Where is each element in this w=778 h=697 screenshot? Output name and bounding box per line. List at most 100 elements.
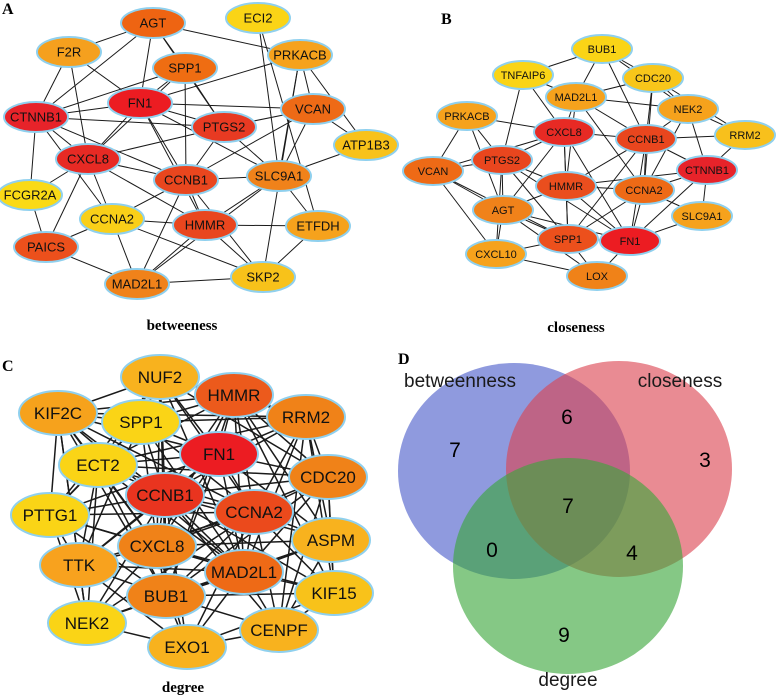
panel-a-node-skp2: SKP2 (230, 261, 296, 293)
panel-c-node-label-nek2: NEK2 (65, 614, 109, 633)
panel-b-node-shape-cxcl8 (533, 117, 595, 147)
panel-a-edge-f2r-cxcl8 (68, 51, 89, 160)
panel-c-node-shape-kif2c (18, 390, 98, 436)
panel-c-node-bub1: BUB1 (126, 573, 206, 619)
panel-b-node-ptgs2: PTGS2 (471, 145, 533, 175)
panel-c-node-label-hmmr: HMMR (208, 386, 261, 405)
panel-a-node-atp1b3: ATP1B3 (333, 129, 399, 161)
panel-b-node-shape-nek2 (657, 94, 719, 124)
panel-c-edge-rrm2-kif15 (305, 416, 335, 594)
panel-c-node-label-ttk: TTK (63, 556, 96, 575)
venn-count-betweenness-only: 7 (449, 439, 461, 462)
panel-c-node-cenpf: CENPF (239, 607, 319, 653)
panel-c-node-cxcl8: CXCL8 (117, 523, 197, 569)
panel-a-node-ptgs2: PTGS2 (191, 111, 257, 143)
panel-c-node-shape-ect2 (58, 442, 138, 488)
panel-c-node-ccna2: CCNA2 (214, 489, 294, 535)
venn-circles (398, 361, 732, 674)
panel-c-node-label-spp1: SPP1 (119, 413, 162, 432)
panel-a-node-shape-paics (13, 231, 79, 263)
panel-c-edge-kif2c-rrm2 (57, 412, 307, 418)
panel-b-edge-mad2l1-ccna2 (575, 96, 645, 191)
panel-a-node-label-skp2: SKP2 (246, 270, 279, 285)
panel-a-node-label-cxcl8: CXCL8 (67, 152, 109, 167)
panel-b-node-label-rrm2: RRM2 (729, 130, 760, 142)
panel-a-node-ccna2: CCNA2 (79, 203, 145, 235)
panel-c-node-shape-cdc20 (288, 454, 368, 500)
panel-c-node-label-exo1: EXO1 (164, 638, 209, 657)
venn-label-closeness: closeness (638, 371, 723, 392)
panel-c-node-shape-rrm2 (266, 394, 346, 440)
panel-b-node-label-hmmr: HMMR (549, 181, 583, 193)
panel-a-node-shape-vcan (280, 93, 346, 125)
panel-a-node-label-vcan: VCAN (295, 102, 331, 117)
panel-a-node-label-agt: AGT (140, 16, 167, 31)
panel-b-node-rrm2: RRM2 (714, 120, 776, 150)
panel-a-node-shape-f2r (36, 36, 102, 68)
panel-c-node-nuf2: NUF2 (120, 354, 200, 400)
panel-b-node-bub1: BUB1 (571, 34, 633, 64)
panel-b-node-spp1: SPP1 (537, 224, 599, 254)
panel-a-node-label-prkacb: PRKACB (273, 48, 326, 63)
panel-b-node-shape-ccna2 (613, 175, 675, 205)
panel-c-node-cdc20: CDC20 (288, 454, 368, 500)
panel-c-node-shape-hmmr (194, 372, 274, 418)
panel-c-node-shape-nuf2 (120, 354, 200, 400)
panel-b-node-nek2: NEK2 (657, 94, 719, 124)
panel-c-node-hmmr: HMMR (194, 372, 274, 418)
panel-c-node-label-kif15: KIF15 (311, 584, 356, 603)
panel-a-node-shape-prkacb (267, 39, 333, 71)
panel-c-node-label-aspm: ASPM (307, 531, 355, 550)
panel-c-letter: C (2, 358, 14, 375)
panel-a-node-shape-eci2 (225, 2, 291, 34)
panel-b-node-cxcl10: CXCL10 (465, 239, 527, 269)
panel-c-node-shape-nek2 (47, 600, 127, 646)
panel-a-node-shape-hmmr (172, 209, 238, 241)
venn-count-closeness-degree: 4 (626, 542, 638, 565)
panel-c-node-pttg1: PTTG1 (10, 492, 90, 538)
panel-a-node-label-eci2: ECI2 (244, 11, 273, 26)
panel-a-node-label-paics: PAICS (27, 240, 65, 255)
panel-a-node-label-slc9a1: SLC9A1 (255, 169, 303, 184)
panel-c-caption: degree (162, 680, 205, 696)
panel-b-node-shape-tnfaip6 (492, 60, 554, 90)
panel-b-node-label-cxcl10: CXCL10 (475, 249, 517, 261)
panel-c-node-label-cxcl8: CXCL8 (130, 537, 185, 556)
panel-a-node-label-fcgr2a: FCGR2A (4, 188, 57, 203)
panel-a-node-label-ccnb1: CCNB1 (164, 173, 208, 188)
panel-a-node-fcgr2a: FCGR2A (0, 179, 63, 211)
panel-a-caption: betweeness (147, 318, 218, 334)
panel-a-node-label-fn1: FN1 (128, 96, 153, 111)
panel-b-edge-cxcl8-fn1 (563, 131, 631, 242)
panel-b-edge-ccnb1-spp1 (567, 138, 647, 240)
venn-count-betweenness-closeness: 6 (561, 406, 573, 429)
panel-c-node-exo1: EXO1 (147, 624, 227, 670)
panel-c-node-nek2: NEK2 (47, 600, 127, 646)
panel-a-node-prkacb: PRKACB (267, 39, 333, 71)
panel-c-edge-fn1-bub1 (165, 453, 220, 597)
panel-c-node-shape-aspm (291, 517, 371, 563)
panel-c-node-shape-kif15 (294, 570, 374, 616)
panel-a-node-shape-ccnb1 (153, 164, 219, 196)
venn-count-all-three: 7 (562, 495, 574, 518)
panel-c-node-label-pttg1: PTTG1 (23, 506, 78, 525)
panel-a-node-mad2l1: MAD2L1 (104, 268, 170, 300)
panel-b-node-shape-lox (566, 261, 628, 291)
panel-a-node-label-ptgs2: PTGS2 (203, 120, 246, 135)
panel-c-node-shape-fn1 (179, 431, 259, 477)
panel-c-node-shape-mad2l1 (204, 549, 284, 595)
panel-a-edge-spp1-ccnb1 (184, 67, 187, 181)
panel-c-node-shape-bub1 (126, 573, 206, 619)
panel-c-node-shape-ttk (39, 542, 119, 588)
panel-c-node-ttk: TTK (39, 542, 119, 588)
panel-b-node-ccnb1: CCNB1 (615, 124, 677, 154)
panel-c-edge-cdc20-bub1 (165, 476, 329, 597)
panel-a-node-shape-skp2 (230, 261, 296, 293)
panel-b-node-cdc20: CDC20 (622, 63, 684, 93)
panel-a-node-shape-cxcl8 (55, 143, 121, 175)
panel-b-node-shape-agt (472, 195, 534, 225)
panel-b-caption: closeness (547, 320, 605, 336)
